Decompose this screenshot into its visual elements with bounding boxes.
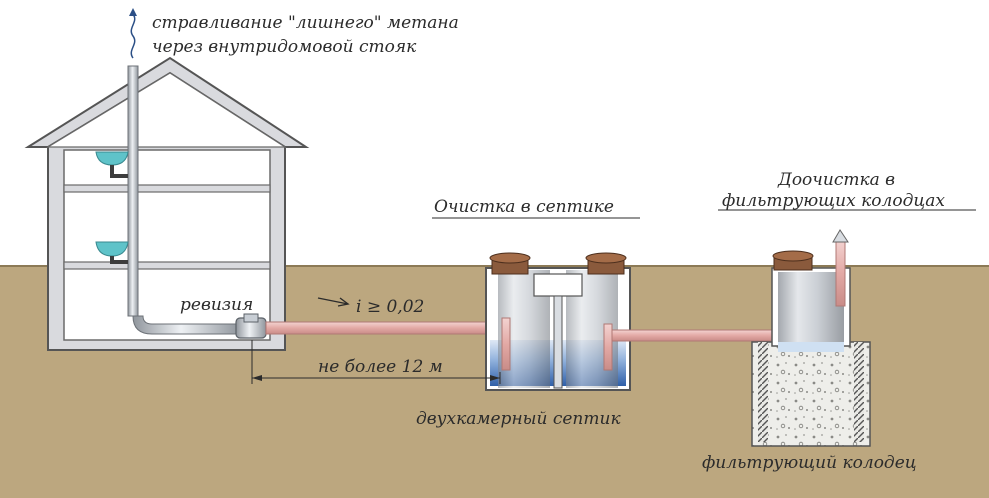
sink-upper [95,151,129,178]
pipe-to-filter-well [611,329,779,342]
floor-slab-upper [63,184,271,193]
septic-inlet-pipe [501,317,511,371]
septic-lid-right-top [585,252,627,264]
floor-slab-lower [63,261,271,270]
revision-label: ревизия [180,295,253,315]
septic-tank [485,252,631,391]
methane-label-line2: через внутридомовой стояк [152,37,417,57]
septic-partition [553,295,563,389]
septic-bridge [533,273,583,297]
well-lid-top [772,250,814,262]
well-water [778,342,844,352]
post-cleaning-heading-line1: Доочистка в [777,170,895,190]
sink-upper-drain [110,165,128,178]
attic [45,72,288,148]
sink-lower [95,241,129,264]
slope-arrow-icon [337,297,350,307]
post-cleaning-heading-line2: фильтрующих колодцах [722,191,945,211]
pipe-to-septic [265,321,503,335]
revision-fitting [235,313,267,339]
methane-arrow-icon [129,8,137,16]
filter-wall-right [854,342,864,442]
septic-lid-left-top [489,252,531,264]
distance-dimension [251,340,501,384]
well-vent-pipe [835,239,846,307]
slope-indicator [317,297,350,307]
filter-well-label: фильтрующий колодец [702,453,917,473]
dimension-arrow-left-icon [252,375,262,381]
vent-riser [127,8,241,335]
dimension-arrow-right-icon [490,375,500,381]
gravel-bed [751,341,871,447]
methane-label-line1: стравливание "лишнего" метана [152,13,459,33]
methane-wave-icon [130,13,136,59]
septic-outlet-pipe [603,323,613,371]
well-vent-cap-icon [832,229,849,243]
filter-well [751,229,871,447]
well-ring [778,272,844,342]
slope-label: i ≥ 0,02 [356,297,424,317]
distance-label: не более 12 м [318,357,443,377]
riser-pipe [127,65,139,317]
two-chamber-septic-label: двухкамерный септик [416,409,621,429]
slope-line [317,297,349,305]
sink-lower-drain [110,256,128,264]
revision-cap [243,313,259,323]
filter-wall-left [758,342,768,442]
septic-cleaning-heading: Очистка в септике [434,197,614,217]
